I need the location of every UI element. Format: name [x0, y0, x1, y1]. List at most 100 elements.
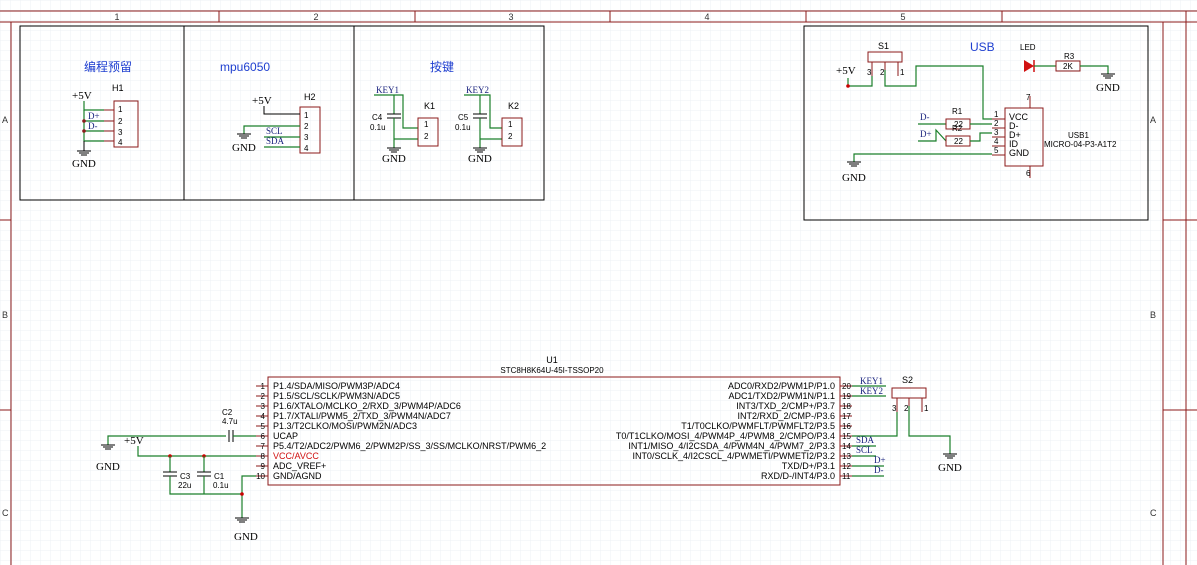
- k1-pin: 2: [424, 132, 429, 141]
- prog-block: 编程预留 H1 1 2 3 4 +5V D+ D- GND: [72, 59, 139, 170]
- c1-value: 0.1u: [213, 481, 229, 490]
- u1-pin-name: ADC0/RXD2/PWM1P/P1.0: [728, 381, 835, 391]
- column-labels: 1 2 3 4 5: [114, 12, 905, 22]
- h2-pin: 3: [304, 133, 309, 142]
- u1-left-pins: 1 P1.4/SDA/MISO/PWM3P/ADC4 2 P1.5/SCL/SCLK/…: [256, 381, 546, 481]
- h1-ref: H1: [112, 83, 124, 93]
- usb-dminus-net: D-: [920, 112, 930, 122]
- column-label: 3: [508, 12, 513, 22]
- k1-switch: [417, 117, 439, 147]
- s2-ref: S2: [902, 375, 913, 385]
- h1-pin: 2: [118, 117, 123, 126]
- u1-right-pins: 20ADC0/RXD2/PWM1P/P1.019ADC1/TXD2/PWM1N/…: [616, 381, 852, 481]
- h1-header: [113, 100, 139, 148]
- keys-block: 按键 KEY1 C4 0.1u K1 1 2 GND KEY2 C5 0.1u …: [370, 60, 523, 165]
- u1-value: STC8H8K64U-45I-TSSOP20: [500, 366, 604, 375]
- mcu-sda-net: SDA: [856, 435, 875, 445]
- u1-pin-number: 12: [842, 462, 851, 471]
- h1-pin: 4: [118, 138, 123, 147]
- u1-pin-name: P1.6/XTALO/MCLKO_2/RXD_3/PWM4P/ADC6: [273, 401, 461, 411]
- sheet-frame: [0, 10, 1197, 565]
- k1-pin: 1: [424, 120, 429, 129]
- u1-pin-name: P1.4/SDA/MISO/PWM3P/ADC4: [273, 381, 400, 391]
- u1-pin-number: 5: [261, 422, 266, 431]
- k2-switch: [501, 117, 523, 147]
- s2-pin: 2: [904, 404, 909, 413]
- mcu-gnd-label-2: GND: [234, 531, 258, 543]
- row-labels: A B C A B C: [2, 115, 1157, 518]
- u1-pin-name: ADC1/TXD2/PWM1N/P1.1: [728, 391, 835, 401]
- keys-block-title: 按键: [430, 60, 454, 74]
- usb-block: USB S1 3 2 1 +5V LED R3 2K GND D- R1 22 …: [836, 40, 1120, 184]
- usb-pin7: 7: [1026, 93, 1031, 102]
- u1-pin-name: P1.5/SCL/SCLK/PWM3N/ADC5: [273, 391, 400, 401]
- u1-pin-number: 9: [261, 462, 266, 471]
- row-label: B: [1150, 310, 1156, 320]
- row-label: C: [1150, 508, 1157, 518]
- u1-pin-name: TXD/D+/P3.1: [782, 461, 835, 471]
- mcu-dplus-net: D+: [874, 455, 886, 465]
- s1-pin: 1: [900, 68, 905, 77]
- key2-net-label: KEY2: [466, 85, 489, 95]
- u1-pin-name: INT1/MISO_4/I2CSDA_4/PWM4N_4/PWM7_2/P3.3: [628, 441, 835, 451]
- column-label: 5: [900, 12, 905, 22]
- c1-ref: C1: [214, 472, 225, 481]
- u1-pin-number: 15: [842, 432, 851, 441]
- keys-block-box: [353, 25, 545, 201]
- c4-ref: C4: [372, 113, 383, 122]
- h2-pin: 2: [304, 122, 309, 131]
- u1-pin-number: 13: [842, 452, 851, 461]
- s2-pin: 1: [924, 404, 929, 413]
- usb1-ref: USB1: [1068, 131, 1089, 140]
- k1-gnd-label: GND: [382, 153, 406, 165]
- column-label: 2: [313, 12, 318, 22]
- u1-pin-name: T1/T0CLKO/PWMFLT/PWMFLT2/P3.5: [681, 421, 835, 431]
- mcu-dminus-net: D-: [874, 465, 884, 475]
- s2-gnd-label: GND: [938, 462, 962, 474]
- r1-ref: R1: [952, 107, 963, 116]
- row-label: A: [1150, 115, 1156, 125]
- k2-ref: K2: [508, 101, 519, 111]
- mpu-block-title: mpu6050: [220, 60, 270, 74]
- c3-ref: C3: [180, 472, 191, 481]
- u1-pin-name: T0/T1CLKO/MOSI_4/PWM4P_4/PWM8_2/CMPO/P3.…: [616, 431, 835, 441]
- c2-value: 4.7u: [222, 417, 238, 426]
- h1-5v-label: +5V: [72, 90, 92, 102]
- r2-ref: R2: [952, 124, 963, 133]
- k2-pin: 1: [508, 120, 513, 129]
- h1-dplus-label: D+: [88, 111, 100, 121]
- u1-pin-number: 7: [261, 442, 266, 451]
- u1-pin-number: 19: [842, 392, 851, 401]
- u1-pin-name: P1.7/XTALI/PWM5_2/TXD_3/PWM4N/ADC7: [273, 411, 451, 421]
- s1-pin: 2: [880, 68, 885, 77]
- mcu-scl-net: SCL: [856, 445, 873, 455]
- u1-pin-name: RXD/D-/INT4/P3.0: [761, 471, 835, 481]
- k1-ref: K1: [424, 101, 435, 111]
- h2-pin: 1: [304, 111, 309, 120]
- h1-dminus-label: D-: [88, 121, 98, 131]
- r1-value: 22: [954, 120, 963, 129]
- u1-pin-name: INT0/SCLK_4/I2CSCL_4/PWMETI/PWMETI2/P3.2: [632, 451, 835, 461]
- mcu-key1-net: KEY1: [860, 376, 883, 386]
- u1-pin-number: 1: [261, 382, 266, 391]
- u1-pin-number: 2: [261, 392, 266, 401]
- u1-pin-name: ADC_VREF+: [273, 461, 326, 471]
- k2-gnd-label: GND: [468, 153, 492, 165]
- h1-pin: 1: [118, 105, 123, 114]
- u1-pin-name: VCC/AVCC: [273, 451, 319, 461]
- h2-header: [299, 106, 321, 154]
- h2-5v-label: +5V: [252, 95, 272, 107]
- u1-pin-number: 3: [261, 402, 266, 411]
- row-label: C: [2, 508, 9, 518]
- c5-value: 0.1u: [455, 123, 471, 132]
- usb-dplus-net: D+: [920, 129, 932, 139]
- s1-ref: S1: [878, 41, 889, 51]
- r3-ref: R3: [1064, 52, 1075, 61]
- usb-pin-num: 3: [994, 128, 999, 137]
- mcu-5v-label: +5V: [124, 435, 144, 447]
- usb-pin-name: VCC: [1009, 112, 1029, 122]
- usb-pin-name: GND: [1009, 148, 1030, 158]
- u1-pin-number: 10: [256, 472, 265, 481]
